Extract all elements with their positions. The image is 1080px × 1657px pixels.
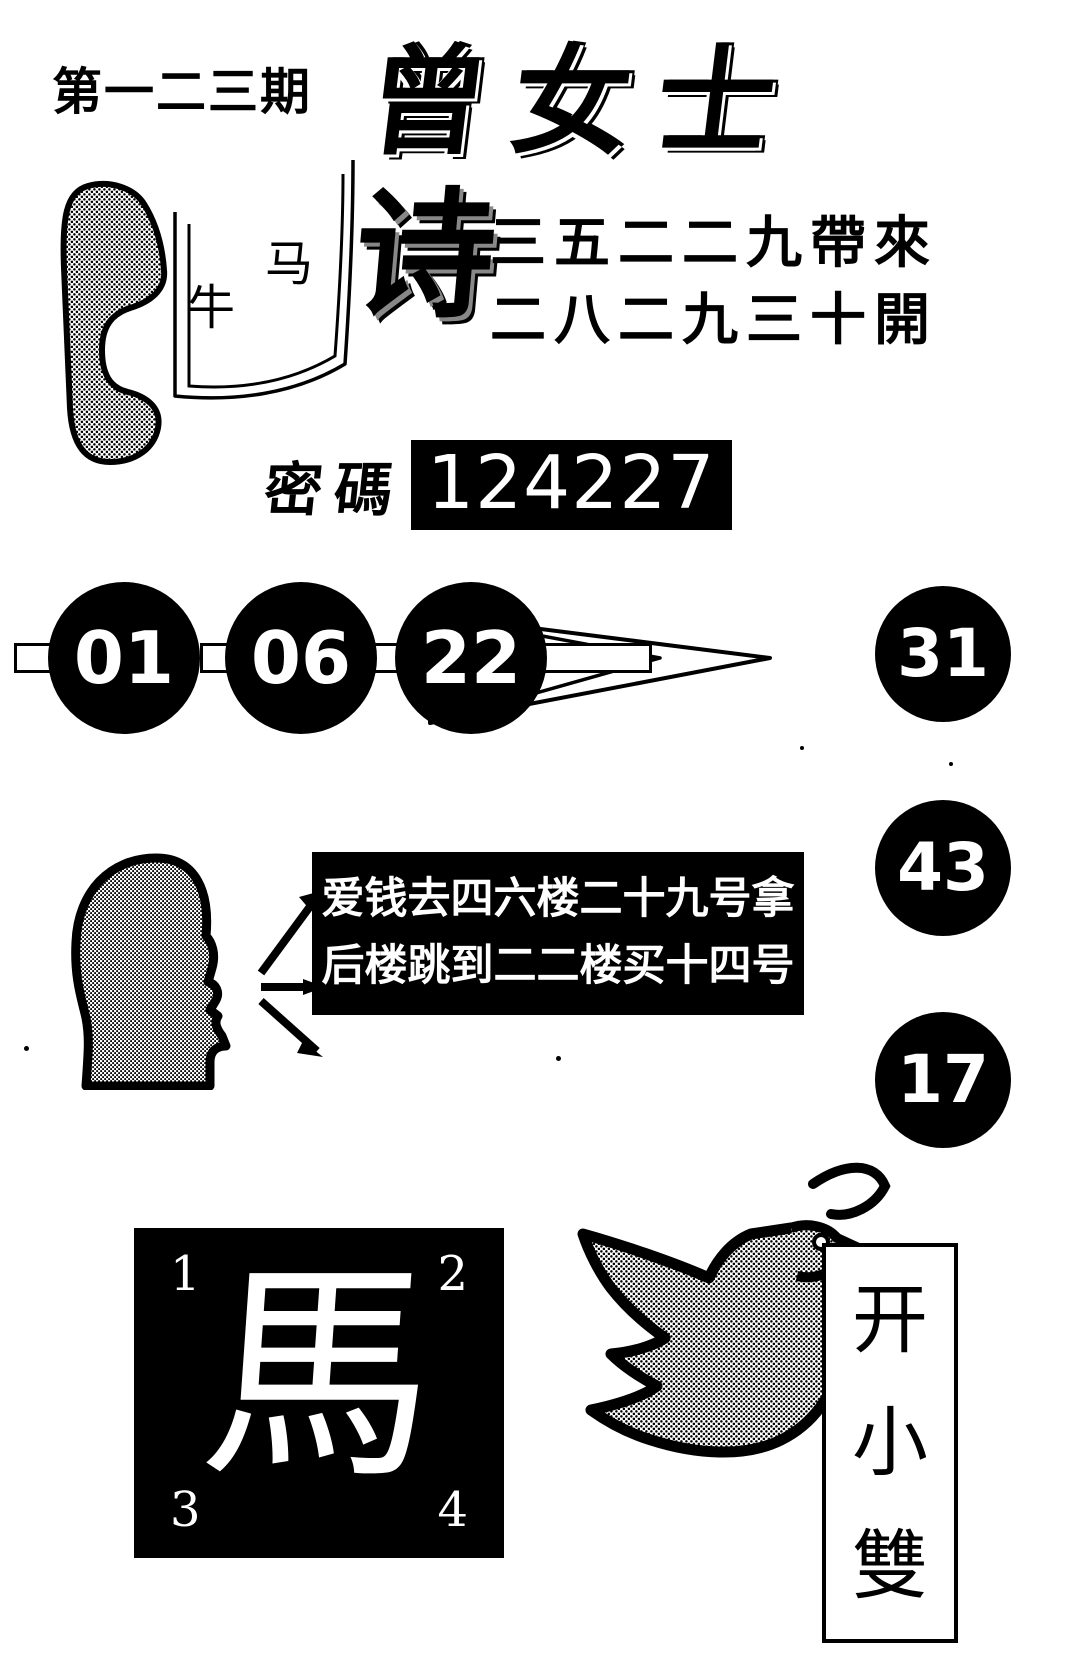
bar-segment [540,643,652,673]
password-row: 密碼 124227 [261,440,732,530]
speckle [949,762,953,766]
banner-flag: 牛 马 [165,150,375,410]
poem-character: 诗 [347,174,503,338]
issue-label: 第一二三期 [52,63,312,121]
poem-line-1: 三五二二九帶來 [490,211,938,276]
head-silhouette-icon [60,850,280,1091]
password-label: 密碼 [260,456,409,524]
speckle [24,1046,29,1051]
number-ball[interactable]: 06 [225,582,377,734]
password-value: 124227 [411,440,732,530]
number-ball[interactable]: 01 [48,582,200,734]
corner-number-3: 3 [170,1482,201,1538]
speech-arrows [255,855,330,1060]
banner-char-left: 牛 [187,280,236,336]
vertical-tag-char-2: 小 [852,1397,928,1487]
vertical-tag: 开 小 雙 [822,1243,958,1643]
vertical-tag-char-1: 开 [852,1275,928,1365]
speech-line-2: 后楼跳到二二楼买十四号 [321,940,795,991]
speech-line-1: 爱钱去四六楼二十九号拿 [321,874,795,924]
number-ball[interactable]: 31 [875,586,1011,722]
corner-number-4: 4 [437,1482,468,1538]
speech-box: 爱钱去四六楼二十九号拿 后楼跳到二二楼买十四号 [312,852,804,1016]
poem-line-2: 二八二九三十開 [490,288,938,354]
zodiac-character: 馬 [194,1243,444,1510]
number-ball[interactable]: 43 [875,800,1011,936]
telephone-handset-icon [58,178,188,468]
corner-number-1: 1 [170,1246,201,1302]
poem-block: 三五二二九帶來 二八二九三十開 [490,205,938,360]
number-ball[interactable]: 22 [395,582,547,734]
speckle [800,746,804,750]
banner-char-right: 马 [265,236,314,292]
zodiac-block: 1 2 3 4 馬 [134,1228,504,1558]
number-bar: 01 06 22 [0,575,790,740]
page-title: 曾女士 [360,32,810,171]
speckle [556,1056,561,1061]
corner-number-2: 2 [437,1246,468,1302]
number-ball[interactable]: 17 [875,1012,1011,1148]
vertical-tag-char-3: 雙 [852,1520,928,1610]
